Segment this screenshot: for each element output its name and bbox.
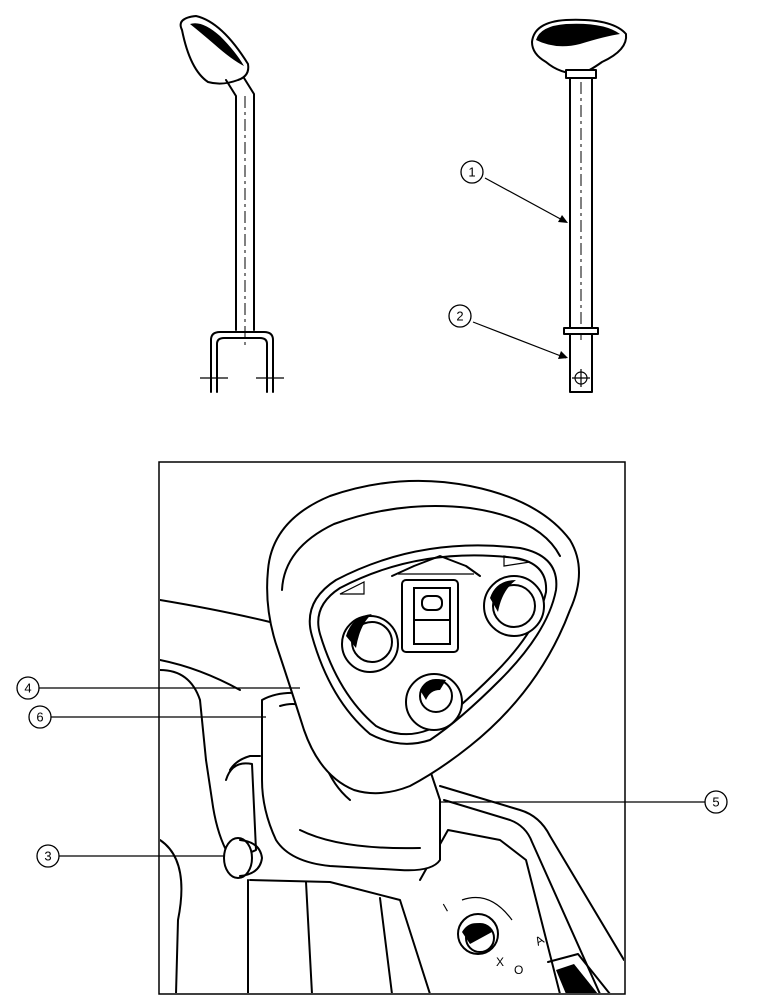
callout-6-label: 6 [36,710,43,725]
panel-inner-edge [443,799,601,993]
knob-side [239,839,263,877]
rocker-window [421,595,443,611]
callout-5-circle [704,790,728,814]
head-rim [281,505,561,591]
lever-shaft-right-edge [243,77,255,331]
left-button [341,614,399,673]
grip-collar [565,69,597,79]
right-button-cap [492,584,536,628]
panel-top-edge [439,785,624,961]
callout-1-circle [460,160,484,184]
shaft-end [569,333,593,393]
switch-label-x: X [496,955,504,969]
knob-face [223,837,253,879]
arrow-up-icon [503,555,531,567]
lever-grip-front-shade [536,23,620,47]
callout-4: 4 [16,676,300,700]
rail-upper [160,659,241,691]
joystick-photo: I X O A [158,461,626,995]
callout-3: 3 [36,844,224,868]
console-top [249,879,431,993]
callout-1: 1 [460,160,568,223]
base-top [229,755,261,771]
callout-5-label: 5 [712,795,719,810]
left-frame [205,759,227,851]
arrow-down-icon [339,581,365,595]
callout-4-label: 4 [24,681,31,696]
side-knob [223,837,263,879]
callout-1-label: 1 [468,165,475,180]
console-mid [305,881,313,993]
shaft-ring [563,327,599,335]
callout-6: 6 [28,705,266,729]
console-right [379,897,393,993]
callout-6-circle [28,705,52,729]
rocker-switch [401,579,459,653]
switch-knob-shade [462,923,492,944]
leader-2 [472,321,567,359]
callout-2-label: 2 [456,309,463,324]
callout-5: 5 [440,790,728,814]
callout-3-label: 3 [44,849,51,864]
callout-3-circle [36,844,60,868]
switch-label-i: I [441,901,451,915]
left-button-shade [346,614,372,648]
lever-grip-shade [190,23,244,66]
callout-2-circle [448,304,472,328]
rail-lower [160,669,207,761]
rail-top [160,599,271,623]
boom-symbols [339,555,531,595]
seat-edge [160,839,183,993]
right-button [483,575,545,637]
lever-grip-side [179,15,250,85]
switch-label-o: O [514,963,523,977]
lever-front-view [531,18,628,393]
arrow-1 [558,215,568,223]
rocker-outer [547,953,611,993]
boom-icon [391,555,481,577]
clevis-inner [216,337,268,393]
boot-crease [299,829,421,850]
switch-arc [461,896,513,921]
lever-side-view [179,15,284,393]
arrow-2 [558,351,568,359]
clevis-outer [210,331,274,393]
rocker-inner [556,964,598,993]
lever-shaft-left-edge [225,79,237,331]
bottom-button [405,673,463,731]
callout-4-circle [16,676,40,700]
bottom-button-shade [420,679,446,700]
right-button-shade [490,580,516,612]
leader-1 [484,177,567,223]
callout-2: 2 [448,304,568,359]
